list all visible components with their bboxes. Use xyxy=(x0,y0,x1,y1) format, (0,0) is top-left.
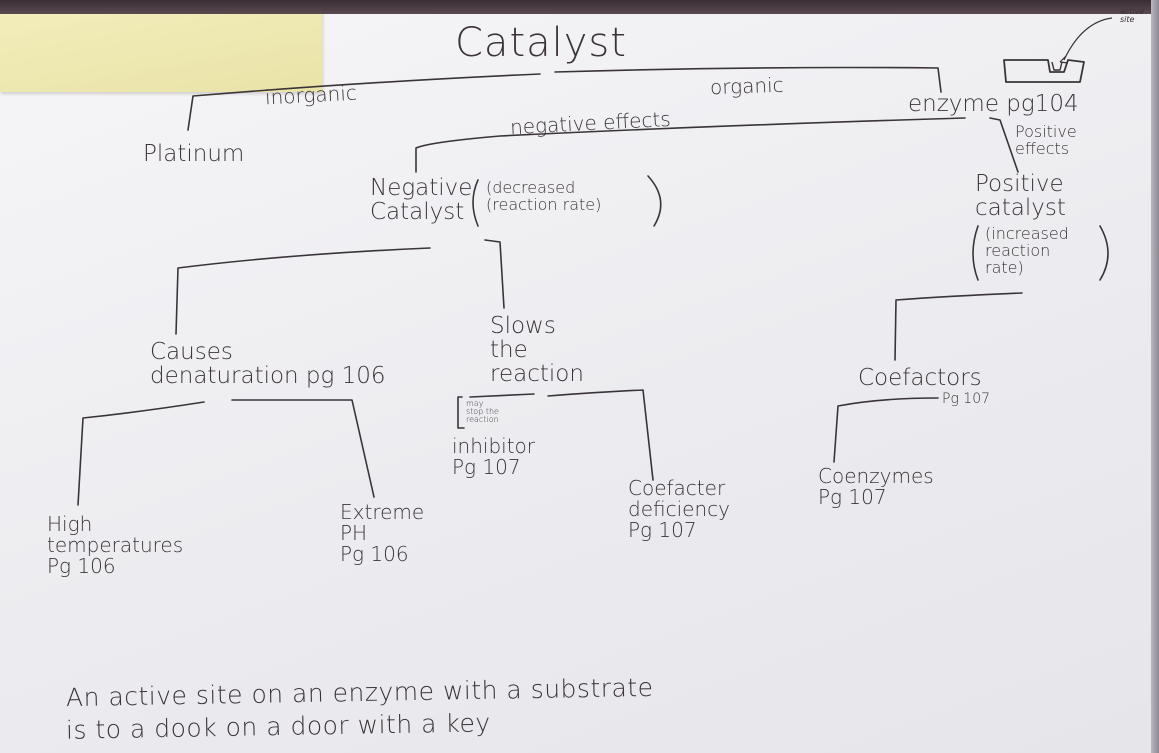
node-negative-catalyst: Negative Catalyst xyxy=(370,175,473,226)
connector-catalyst-organic xyxy=(554,66,942,93)
connector-coefactors-coenzymes xyxy=(833,397,939,463)
connector-denaturation-high-temp xyxy=(77,401,205,506)
node-extreme-ph: Extreme PH Pg 106 xyxy=(340,500,425,566)
may-stop-bracket xyxy=(457,396,465,429)
connector-denaturation-extreme-ph xyxy=(231,399,375,498)
connector-negative-denaturation xyxy=(175,247,431,335)
node-coefactors-page: Pg 107 xyxy=(942,391,991,407)
label-organic: organic xyxy=(709,72,784,100)
node-platinum: Platinum xyxy=(143,141,245,167)
node-coefactor-deficiency: Coefacter deficiency Pg 107 xyxy=(628,476,730,542)
label-inorganic: inorganic xyxy=(264,80,358,110)
top-edge-shadow xyxy=(0,0,1159,14)
connector-enzyme-negative xyxy=(415,117,966,173)
connector-catalyst-inorganic xyxy=(187,73,541,131)
node-coefactors: Coefactors xyxy=(858,365,982,391)
negative-catalyst-note: (decreased (reaction rate) xyxy=(486,178,602,214)
may-stop-note: may stop the reaction xyxy=(466,399,499,424)
node-coenzymes: Coenzymes Pg 107 xyxy=(818,464,934,509)
paren-negative-right xyxy=(647,175,662,227)
paren-positive-left xyxy=(972,225,979,281)
node-causes-denaturation: Causes denaturation pg 106 xyxy=(150,339,386,390)
node-high-temperatures: High temperatures Pg 106 xyxy=(47,512,184,578)
sticky-note xyxy=(0,0,322,92)
connector-slows-coefactor-deficiency xyxy=(547,389,654,481)
active-site-label: active site xyxy=(1120,7,1145,24)
node-enzyme: enzyme pg104 xyxy=(908,91,1079,117)
node-inhibitor: inhibitor Pg 107 xyxy=(452,434,536,479)
node-slows-reaction: Slows the reaction xyxy=(490,313,584,388)
connector-positive-coefactors xyxy=(894,292,1023,361)
paren-negative-left xyxy=(472,179,479,227)
positive-catalyst-note: (increased reaction rate) xyxy=(985,224,1069,277)
paren-positive-right xyxy=(1099,225,1109,281)
connector-slows-inhibitor xyxy=(469,393,535,398)
connector-negative-slows xyxy=(484,239,505,309)
node-catalyst: Catalyst xyxy=(455,20,627,66)
label-positive-effects: Positive effects xyxy=(1015,122,1077,158)
node-positive-catalyst: Positive catalyst xyxy=(975,171,1066,222)
connector-enzyme-positive xyxy=(989,117,1019,173)
enzyme-sketch-icon xyxy=(1003,17,1113,83)
right-edge-shadow xyxy=(1151,0,1159,753)
